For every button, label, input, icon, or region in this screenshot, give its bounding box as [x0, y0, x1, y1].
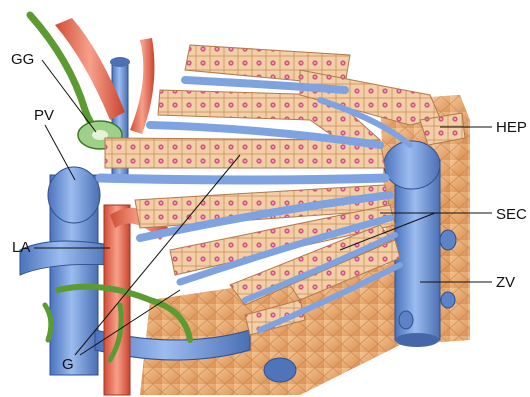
label-zv: ZV: [496, 275, 515, 291]
label-hep: HEP: [496, 120, 527, 136]
label-la: LA: [12, 240, 30, 256]
label-sec: SEC: [496, 207, 527, 223]
label-pv: PV: [34, 108, 54, 124]
label-g: G: [62, 357, 74, 373]
label-gg: GG: [11, 52, 34, 68]
